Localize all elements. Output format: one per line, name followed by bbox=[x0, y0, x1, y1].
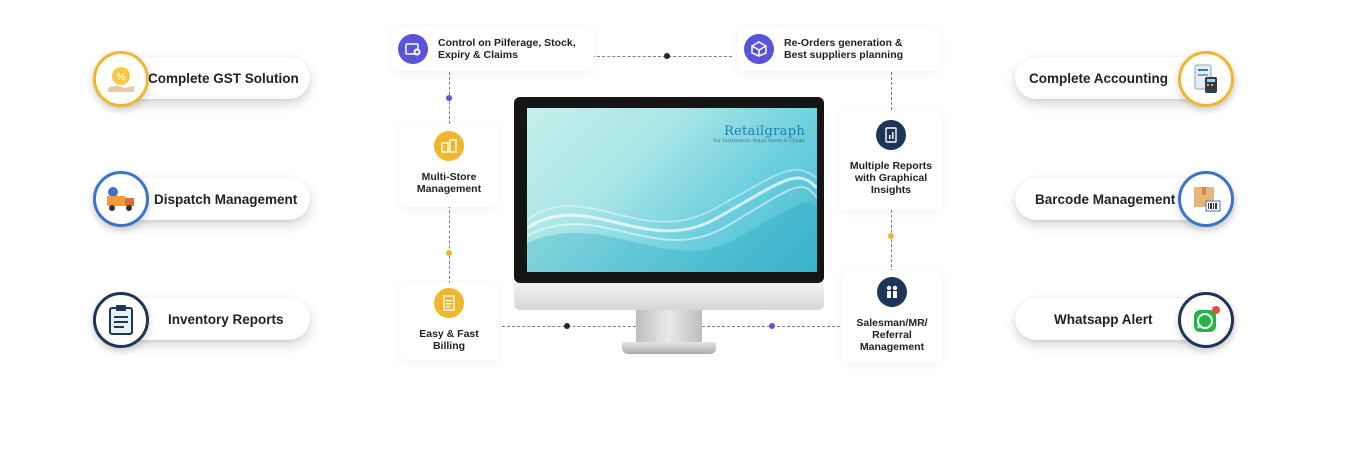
svg-text:%: % bbox=[116, 72, 126, 83]
connector-dot bbox=[446, 95, 452, 101]
card-salesman: Salesman/MR/ Referral Management bbox=[842, 270, 942, 363]
salesman-team-icon bbox=[877, 277, 907, 307]
card-label: Re-Orders generation & Best suppliers pl… bbox=[784, 37, 904, 61]
connector-top bbox=[592, 56, 732, 57]
feature-label: Inventory Reports bbox=[168, 311, 284, 327]
card-label: Multiple Reports with Graphical Insights bbox=[849, 160, 933, 196]
barcode-box-icon bbox=[1178, 171, 1234, 227]
card-pilferage: Control on Pilferage, Stock, Expiry & Cl… bbox=[392, 27, 594, 71]
clipboard-icon bbox=[93, 292, 149, 348]
card-label: Salesman/MR/ Referral Management bbox=[856, 317, 928, 353]
feature-label: Complete GST Solution bbox=[148, 70, 299, 86]
connector-dot bbox=[769, 323, 775, 329]
whatsapp-icon bbox=[1178, 292, 1234, 348]
connector-dot bbox=[888, 233, 894, 239]
package-cube-icon bbox=[744, 34, 774, 64]
stock-control-icon bbox=[398, 34, 428, 64]
card-label: Control on Pilferage, Stock, Expiry & Cl… bbox=[438, 37, 576, 61]
monitor-stand-base bbox=[622, 342, 716, 354]
report-document-icon bbox=[876, 120, 906, 150]
brand-tagline: For Distributors, Retail Stores & Chains bbox=[713, 139, 805, 144]
delivery-truck-icon bbox=[93, 171, 149, 227]
feature-label: Barcode Management bbox=[1035, 191, 1176, 207]
connector-left-lower bbox=[449, 200, 450, 284]
card-reorders: Re-Orders generation & Best suppliers pl… bbox=[738, 27, 940, 71]
monitor-stand-neck bbox=[636, 310, 702, 344]
billing-receipt-icon bbox=[434, 288, 464, 318]
feature-label: Complete Accounting bbox=[1029, 70, 1169, 86]
card-label: Easy & Fast Billing bbox=[419, 328, 479, 352]
multi-store-icon bbox=[434, 131, 464, 161]
calculator-icon bbox=[1178, 51, 1234, 107]
card-billing: Easy & Fast Billing bbox=[400, 283, 498, 360]
connector-dot bbox=[664, 53, 670, 59]
card-label: Multi-Store Management bbox=[416, 171, 482, 195]
gst-discount-icon: % bbox=[93, 51, 149, 107]
feature-label: Dispatch Management bbox=[154, 191, 298, 207]
monitor-screen: Retailgraph For Distributors, Retail Sto… bbox=[527, 108, 817, 272]
brand-name: Retailgraph bbox=[723, 124, 805, 139]
feature-label: Whatsapp Alert bbox=[1054, 311, 1153, 327]
retailgraph-logo: Retailgraph For Distributors, Retail Sto… bbox=[713, 124, 805, 144]
monitor-chin bbox=[514, 283, 824, 310]
connector-dot bbox=[564, 323, 570, 329]
connector-dot bbox=[446, 250, 452, 256]
card-reports: Multiple Reports with Graphical Insights bbox=[840, 110, 942, 210]
connector-right-upper bbox=[891, 72, 892, 110]
card-multistore: Multi-Store Management bbox=[400, 124, 498, 207]
